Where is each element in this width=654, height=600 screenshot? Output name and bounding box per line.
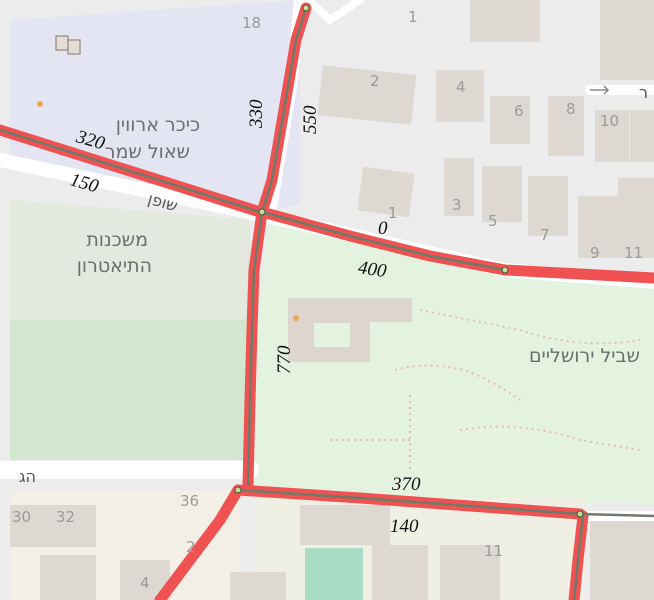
- park-paths: [330, 309, 641, 470]
- house-number: 4: [456, 78, 466, 96]
- house-number: 2: [370, 72, 380, 90]
- poi-dot-2: [37, 101, 43, 107]
- house-number: 9: [590, 244, 600, 262]
- value-label: 330: [246, 99, 267, 129]
- road-nodes: [234, 4, 584, 518]
- value-label: 140: [390, 516, 419, 537]
- value-label: 370: [391, 474, 421, 495]
- house-number: 18: [242, 14, 261, 32]
- house-number: 36: [180, 492, 199, 510]
- house-numbers: 18 1 2 4 6 8 10 1 3 5 7 9 11 36 30 32 2 …: [12, 8, 643, 592]
- place-mishkenot-line2: התיאטרון: [77, 255, 152, 277]
- house-number: 1: [388, 204, 398, 222]
- value-label: 770: [274, 345, 295, 374]
- house-number: 2: [186, 538, 196, 556]
- place-kikar-line1: כיכר ארווין: [116, 114, 200, 136]
- house-number: 32: [56, 508, 75, 526]
- house-number: 5: [488, 212, 498, 230]
- south-pool: [305, 548, 363, 600]
- theater-icon: [55, 35, 81, 55]
- value-label: 0: [378, 218, 388, 239]
- house-number: 1: [408, 8, 418, 26]
- place-park-path: שביל ירושליים: [529, 345, 640, 367]
- buildings-south: [10, 505, 654, 600]
- place-mishkenot-line1: משכנות: [86, 229, 148, 251]
- road-centerlines: [0, 6, 654, 600]
- house-number: 6: [514, 102, 524, 120]
- house-number: 4: [140, 574, 150, 592]
- house-number: 8: [566, 100, 576, 118]
- buildings-north: [317, 0, 654, 258]
- value-label: 550: [300, 105, 321, 134]
- value-label: 400: [357, 257, 389, 282]
- poi-dot: [293, 315, 299, 321]
- oneway-arrow-icon: [590, 85, 610, 95]
- house-number: 10: [600, 112, 619, 130]
- house-number: 11: [484, 542, 503, 560]
- segment-southwest: [154, 484, 244, 600]
- place-kikar-line2: שאול שמר: [105, 141, 190, 163]
- house-number: 7: [540, 226, 550, 244]
- house-number: 3: [452, 196, 462, 214]
- house-number: 30: [12, 508, 31, 526]
- street-top-right: ר: [639, 83, 648, 102]
- segment-values: 330 550 320 150 0 400 770 370 140: [68, 99, 421, 537]
- house-number: 11: [624, 244, 643, 262]
- park-area: [242, 222, 654, 505]
- park-building-court: [314, 323, 350, 347]
- wooded-area-upper: [10, 200, 250, 320]
- street-left: הג: [19, 467, 36, 486]
